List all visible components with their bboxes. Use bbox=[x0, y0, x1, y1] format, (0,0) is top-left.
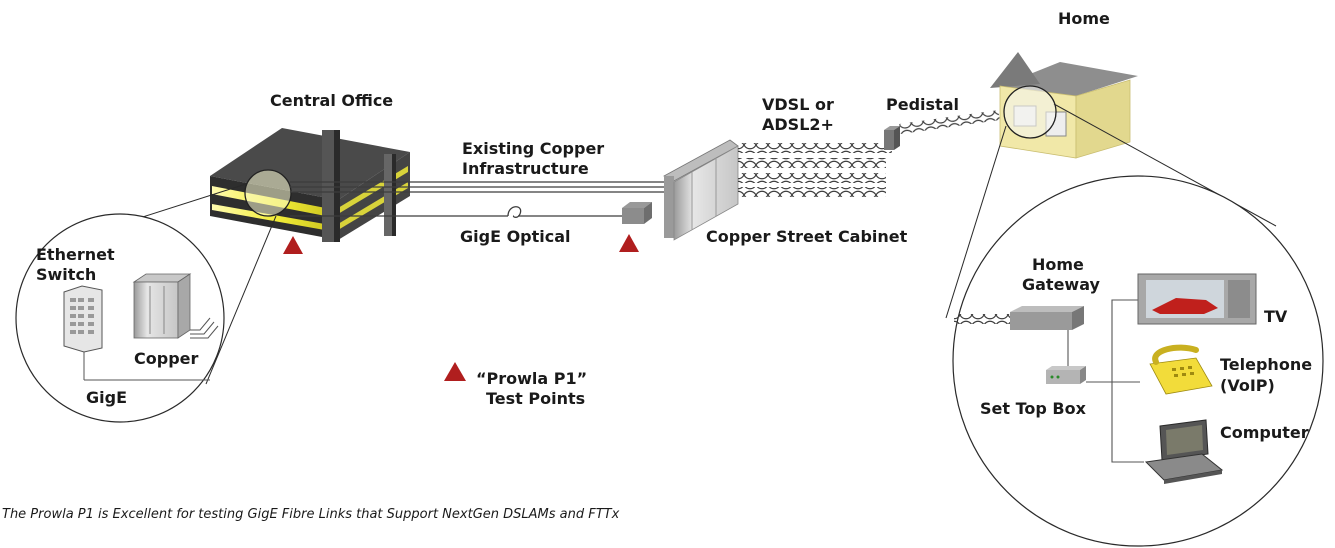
label-central-office: Central Office bbox=[270, 91, 393, 110]
label-existing-copper-line2: Infrastructure bbox=[462, 159, 589, 178]
central-office-building bbox=[210, 128, 410, 242]
legend-test-points-line2: Test Points bbox=[486, 389, 585, 408]
home-gateway-device bbox=[1010, 306, 1084, 330]
optical-test-box bbox=[622, 202, 652, 224]
label-existing-copper-line1: Existing Copper bbox=[462, 139, 604, 158]
zoom-circle-home bbox=[1003, 85, 1057, 139]
tv-device bbox=[1137, 273, 1257, 325]
central-office-detail-circle bbox=[15, 213, 225, 423]
test-point-marker-cabinet bbox=[619, 234, 639, 252]
twisted-pair-cables bbox=[738, 110, 1000, 197]
label-home-gateway-line1: Home bbox=[1032, 255, 1084, 274]
label-ethernet-switch-line1: Ethernet bbox=[36, 245, 115, 264]
label-copper: Copper bbox=[134, 349, 198, 368]
label-ethernet-switch-line2: Switch bbox=[36, 265, 96, 284]
test-point-marker-central-office bbox=[283, 236, 303, 254]
copper-dslam-device bbox=[132, 273, 192, 339]
test-point-legend-icon bbox=[444, 362, 466, 381]
label-vdsl-line2: ADSL2+ bbox=[762, 115, 834, 134]
label-set-top-box: Set Top Box bbox=[980, 399, 1087, 418]
legend-test-points-line1: “Prowla P1” bbox=[476, 369, 587, 388]
pedistal-box bbox=[884, 126, 900, 150]
home-detail-circle bbox=[952, 175, 1324, 547]
figure-caption: The Prowla P1 is Excellent for testing G… bbox=[2, 507, 620, 522]
label-telephone-line1: Telephone bbox=[1220, 355, 1312, 374]
computer-device bbox=[1144, 419, 1224, 484]
copper-street-cabinet bbox=[663, 139, 739, 241]
ethernet-switch-device bbox=[63, 285, 103, 353]
home-incoming-cable bbox=[954, 314, 1010, 324]
label-home: Home bbox=[1058, 9, 1110, 28]
test-point-markers bbox=[283, 234, 639, 381]
label-copper-street-cabinet: Copper Street Cabinet bbox=[706, 227, 908, 246]
label-vdsl-line1: VDSL or bbox=[762, 95, 834, 114]
label-tv: TV bbox=[1264, 307, 1288, 326]
set-top-box-device bbox=[1046, 366, 1086, 384]
label-gige: GigE bbox=[86, 388, 127, 407]
gige-optical-line bbox=[290, 206, 622, 218]
label-gige-optical: GigE Optical bbox=[460, 227, 571, 246]
label-home-gateway-line2: Gateway bbox=[1022, 275, 1101, 294]
left-circle-wiring bbox=[83, 317, 219, 381]
telephone-device bbox=[1149, 344, 1213, 395]
home-wiring bbox=[1067, 299, 1144, 463]
label-computer: Computer bbox=[1220, 423, 1309, 442]
label-telephone-line2: (VoIP) bbox=[1220, 376, 1275, 395]
zoom-circle-central-office bbox=[244, 169, 292, 217]
label-pedistal: Pedistal bbox=[886, 95, 959, 114]
copper-lines bbox=[290, 181, 665, 193]
